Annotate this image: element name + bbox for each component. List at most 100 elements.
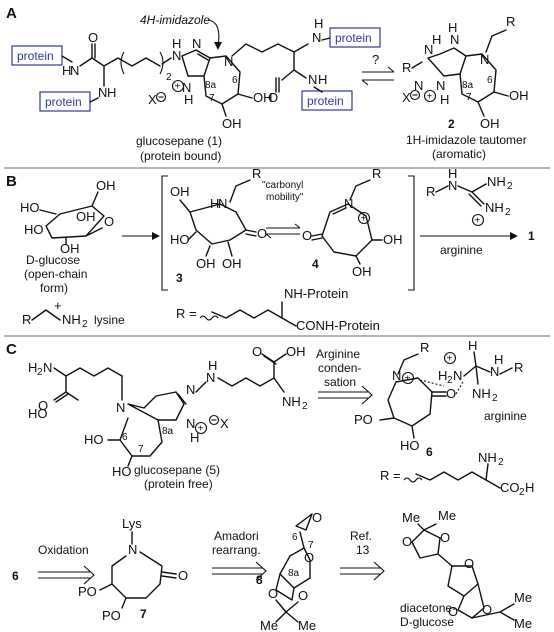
- compound-1-name: glucosepane (1): [136, 134, 222, 148]
- atom-label: H: [107, 85, 116, 100]
- question-mark: ?: [372, 52, 379, 67]
- locant-6: 6: [122, 432, 128, 443]
- atom-label: HO: [170, 232, 190, 247]
- structure-arginine-reagent: R N H NH 2 NH 2 +: [426, 166, 513, 227]
- locant-8a: 8a: [162, 426, 174, 437]
- atom-label: N: [70, 63, 79, 78]
- atom-label: H: [62, 63, 71, 78]
- atom-label: N: [414, 78, 423, 93]
- atom-label: N: [448, 178, 457, 193]
- subscript-2: 2: [302, 401, 308, 412]
- carbonyl-line-1: "carbonyl: [262, 180, 303, 191]
- structure-compound-3: OH N H R O HO OH OH: [170, 166, 267, 271]
- subscript-2: 2: [82, 319, 88, 330]
- atom-label: R: [252, 166, 261, 181]
- atom-label: HO: [112, 464, 132, 479]
- ref-line-1: Ref.: [350, 529, 372, 543]
- atom-label: O: [268, 586, 278, 601]
- atom-label: O: [402, 534, 412, 549]
- atom-label: N: [98, 85, 107, 100]
- atom-label: R: [506, 14, 515, 29]
- atom-label: O: [298, 588, 308, 603]
- glucose-line-3: form): [40, 281, 68, 295]
- structure-glucosepane-5: H 2 N O HO N N N H + X N H: [28, 344, 308, 479]
- atom-label: Me: [514, 616, 532, 631]
- locant-8a: 8a: [462, 80, 474, 91]
- atom-label: O: [312, 510, 322, 525]
- atom-label: NH: [487, 174, 506, 189]
- atom-label: H: [448, 20, 457, 35]
- atom-label: NH: [282, 394, 301, 409]
- atom-label: N: [172, 48, 181, 63]
- atom-label: O: [464, 556, 474, 571]
- panel-a-letter: A: [6, 5, 17, 22]
- compound-2-number: 2: [448, 117, 455, 131]
- atom-label: O: [448, 604, 458, 619]
- atom-label: X: [220, 416, 229, 431]
- subscript-2: 2: [498, 457, 504, 468]
- locant-7: 7: [466, 92, 472, 103]
- panel-b-letter: B: [6, 173, 17, 190]
- subscript-2: 2: [505, 207, 511, 218]
- atom-label: O: [178, 568, 188, 583]
- plus-charge: +: [361, 214, 367, 225]
- product-1-number: 1: [528, 229, 535, 243]
- atom-label: H: [314, 16, 323, 31]
- atom-label: H: [525, 480, 534, 495]
- locant-7: 7: [308, 540, 314, 551]
- protein-label: protein: [45, 95, 82, 109]
- atom-label: N: [392, 368, 401, 383]
- atom-label: OH: [509, 88, 529, 103]
- structure-compound-6: N R + O PO HO H 2 N + N H R H: [354, 338, 523, 453]
- compound-7-number: 7: [140, 607, 147, 621]
- structure-d-glucose: OH O HO HO OH OH: [20, 178, 116, 256]
- atom-label: Me: [402, 510, 420, 525]
- atom-label: R =: [176, 306, 197, 321]
- locant-6: 6: [292, 532, 298, 543]
- atom-label: PO: [78, 584, 97, 599]
- atom-label: NH: [62, 312, 81, 327]
- atom-label: O: [38, 398, 48, 413]
- plus-charge: +: [475, 216, 481, 227]
- structure-compound-4: O N + R OH OH: [302, 166, 403, 279]
- atom-label: H: [440, 92, 449, 107]
- atom-label: OH: [480, 116, 500, 131]
- atom-label: PO: [102, 608, 121, 623]
- atom-label: O: [268, 90, 278, 105]
- locant-8a: 8a: [288, 568, 300, 579]
- atom-label: OH: [222, 256, 242, 271]
- structure-compound-2: R N N H N H N H + X N R 8a 6 7 OH OH: [402, 14, 529, 131]
- atom-label: N: [218, 196, 227, 211]
- atom-label: N: [192, 36, 201, 51]
- retro-arrow-4: [340, 567, 380, 575]
- compound-5-sub: (protein free): [144, 477, 213, 491]
- atom-label: OH: [352, 264, 372, 279]
- atom-label: N: [116, 400, 125, 415]
- atom-label: N: [344, 196, 353, 211]
- atom-label: OH: [96, 178, 116, 193]
- atom-label: O: [302, 228, 312, 243]
- protein-box-right-top: protein: [329, 27, 381, 48]
- atom-label: X: [148, 92, 157, 107]
- atom-label: N: [436, 78, 445, 93]
- plus-charge: +: [405, 374, 411, 385]
- atom-label: N: [308, 72, 317, 87]
- protein-box-right-bottom: protein: [301, 90, 353, 111]
- compound-1-sub: (protein bound): [140, 149, 221, 163]
- atom-label: N: [186, 382, 195, 397]
- structure-compound-8: O 6 7 O 8a O O Me Me: [260, 510, 322, 632]
- atom-label: H: [494, 352, 503, 367]
- atom-label: Me: [298, 618, 316, 632]
- atom-label: R =: [380, 468, 401, 483]
- protein-label: protein: [335, 31, 372, 45]
- atom-label: N: [224, 54, 233, 69]
- atom-label: O: [88, 30, 98, 45]
- atom-label: N: [453, 368, 462, 383]
- compound-3-number: 3: [176, 271, 183, 285]
- oxidation-label: Oxidation: [38, 543, 89, 557]
- step1-line-1: Arginine: [316, 347, 360, 361]
- atom-label: N: [490, 364, 499, 379]
- atom-label: O: [104, 214, 114, 229]
- r-group-definition-b: R = NH-Protein CONH-Protein: [176, 286, 380, 333]
- atom-label: Me: [438, 508, 456, 523]
